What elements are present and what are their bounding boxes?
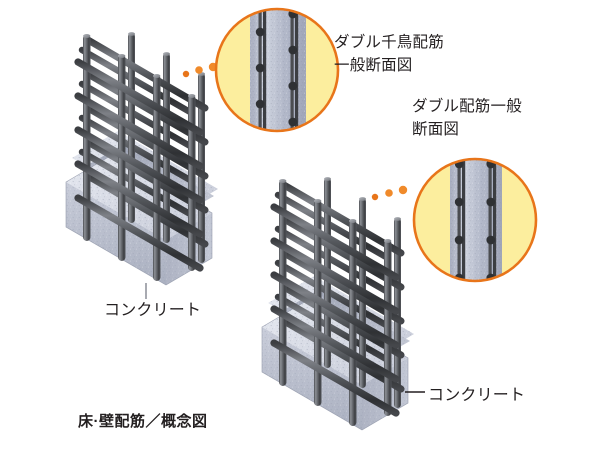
- leader-dot-large-2: [398, 185, 408, 195]
- rebar-concrete-assembly-right: [261, 177, 414, 431]
- rebar-diagonal-long-right: [280, 181, 405, 393]
- callout-circle-2-border: [412, 157, 538, 283]
- rebar-horizontal-back-right: [274, 191, 390, 363]
- rebar-dots-right-1: [288, 9, 298, 127]
- callout-circle-2-section: [450, 159, 502, 281]
- callout-double-zigzag: [182, 7, 340, 133]
- figure-caption: 床·壁配筋／概念図: [78, 413, 208, 430]
- callout-circle-1-border: [214, 7, 340, 133]
- callout-circle-1-section: [250, 9, 306, 131]
- rebar-diagonal-long-left: [84, 36, 209, 248]
- concrete-label-right: コンクリート: [428, 387, 526, 404]
- leader-dot-medium-2: [385, 189, 393, 197]
- callout-label-double-zigzag: ダブル千鳥配筋 一般断面図: [334, 34, 444, 74]
- concrete-label-left: コンクリート: [104, 302, 202, 319]
- rebar-horizontal-front-right: [270, 203, 400, 417]
- rebar-concrete-assembly-left: [65, 32, 218, 286]
- rebar-dots-left-1: [255, 27, 265, 109]
- leader-dot-medium-1: [195, 66, 203, 74]
- leader-dot-small-2: [371, 193, 379, 201]
- callout-double-standard: [371, 157, 538, 283]
- rebar-horizontal-front-left: [74, 58, 204, 272]
- callout-label-double-standard: ダブル配筋一般 断面図: [412, 98, 522, 138]
- rebar-horizontal-back-left: [78, 46, 194, 218]
- leader-dot-small-1: [182, 70, 190, 78]
